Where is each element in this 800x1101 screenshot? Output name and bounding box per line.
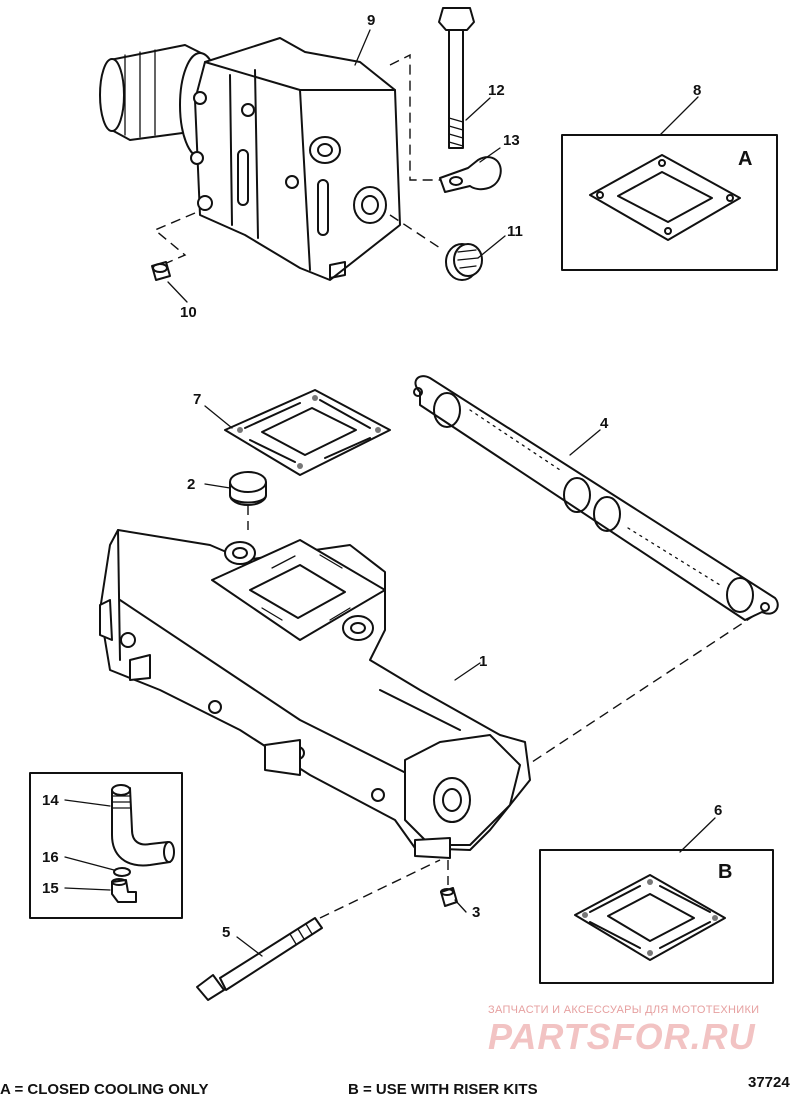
footer-note-a: A = CLOSED COOLING ONLY	[0, 1081, 209, 1098]
part-12-bolt	[438, 7, 475, 149]
watermark-tagline: ЗАПЧАСТИ И АКСЕССУАРЫ ДЛЯ МОТОТЕХНИКИ	[488, 1004, 760, 1016]
part-1-exhaust-manifold	[99, 529, 531, 859]
callout-6: 6	[714, 802, 722, 819]
callout-8: 8	[693, 82, 701, 99]
part-10-plug	[151, 261, 171, 281]
part-2-plug	[229, 471, 267, 530]
inset-a	[561, 134, 778, 271]
callout-3: 3	[472, 904, 480, 921]
callout-10: 10	[180, 304, 197, 321]
callout-9: 9	[367, 12, 375, 29]
part-13-clamp	[439, 156, 502, 193]
inset-a-letter: A	[738, 148, 752, 170]
callout-2: 2	[187, 476, 195, 493]
callout-1: 1	[479, 653, 487, 670]
part-3-plug	[440, 887, 458, 907]
leader-lines	[64, 29, 716, 957]
callout-4: 4	[600, 415, 609, 432]
dashed-leader-5	[319, 859, 441, 919]
callout-12: 12	[488, 82, 505, 99]
part-7-gasket	[224, 389, 391, 476]
inset-b	[539, 849, 774, 984]
watermark-logo: PARTSFOR.RU	[488, 1016, 756, 1057]
inset-fittings	[29, 772, 183, 919]
callout-16: 16	[42, 849, 59, 866]
part-5-bolt	[196, 917, 323, 1001]
inset-b-letter: B	[718, 861, 732, 883]
callout-14: 14	[42, 792, 59, 809]
callout-labels: 9 12 13 8 11 10 7 4 2 1 6 14 16 15 3 5 A…	[42, 12, 752, 941]
dashed-leader-4	[519, 614, 756, 771]
dashed-leader-11	[389, 214, 441, 249]
part-4-exhaust-gasket	[413, 375, 779, 621]
part-11-cap	[445, 243, 483, 281]
callout-5: 5	[222, 924, 230, 941]
figure-number: 37724	[748, 1074, 790, 1091]
callout-7: 7	[193, 391, 201, 408]
callout-11: 11	[507, 223, 523, 240]
dashed-leader-10	[153, 212, 196, 266]
dashed-leader-12	[389, 53, 440, 181]
footer-note-b: B = USE WITH RISER KITS	[348, 1081, 538, 1098]
callout-15: 15	[42, 880, 59, 897]
part-9-elbow-heat-exchanger	[99, 37, 401, 281]
callout-13: 13	[503, 132, 520, 149]
